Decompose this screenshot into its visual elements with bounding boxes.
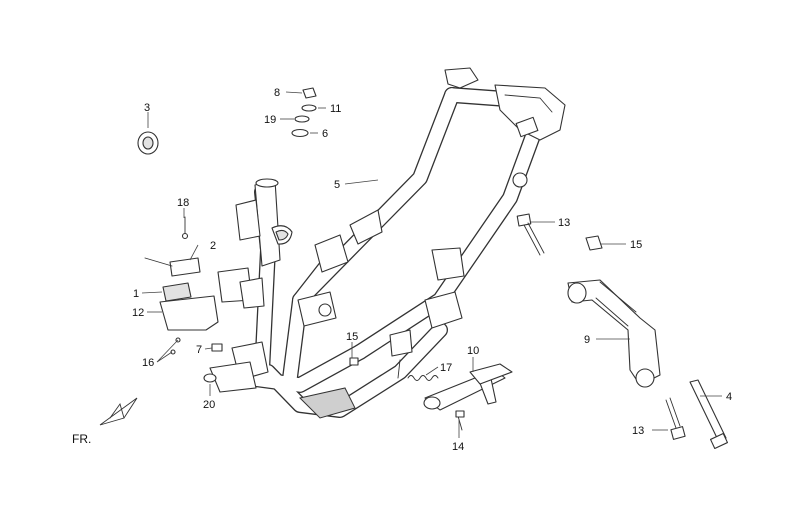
part-2-switch (144, 257, 201, 277)
callout-9: 9 (584, 334, 590, 346)
part-13-lower-bolt (665, 397, 686, 440)
frame-body (209, 67, 566, 419)
part-15-nut (585, 235, 603, 251)
callout-20: 19 (264, 114, 276, 126)
callout-5: 5 (334, 179, 340, 191)
part-13-upper-bolt (516, 213, 545, 256)
callout-3: 3 (144, 102, 150, 114)
part-14-bolt (455, 410, 465, 431)
callout-15: 15 (630, 239, 642, 251)
part-9-engine-hanger (567, 279, 661, 388)
leader-lines (141, 91, 722, 438)
part-7-bolt (211, 343, 223, 352)
part-6-bearing-washer (291, 128, 309, 138)
callout-17: 16 (142, 357, 154, 369)
callout-1: 1 (133, 288, 139, 300)
callout-7: 7 (196, 344, 202, 356)
callout-labels: 3 8 11 19 6 5 18 2 1 12 16 7 20 15 17 10… (132, 87, 732, 453)
callout-13-upper: 13 (558, 217, 570, 229)
callout-14: 14 (452, 441, 464, 453)
callout-10: 10 (467, 345, 479, 357)
callout-8: 8 (274, 87, 280, 99)
callout-2: 2 (210, 240, 216, 252)
front-direction-label: FR. (72, 432, 91, 446)
part-1-relay (162, 282, 192, 302)
part-3-horn (137, 131, 159, 155)
callout-19: 18 (177, 197, 189, 209)
callout-11: 11 (330, 103, 341, 115)
part-4-long-bolt (689, 379, 729, 450)
callout-13-lower: 13 (632, 425, 644, 437)
front-direction-arrow (99, 397, 138, 426)
part-10-center-stand (423, 363, 513, 411)
part-11-washer (301, 104, 317, 112)
part-20-ring (294, 115, 310, 123)
part-21-clip (203, 373, 217, 383)
callout-21: 20 (203, 399, 215, 411)
callout-18: 17 (440, 362, 452, 374)
callout-16: 15 (346, 331, 358, 343)
callout-6: 6 (322, 128, 328, 140)
part-8-nut (302, 87, 317, 99)
callout-4: 4 (726, 391, 732, 403)
part-19-screw (181, 216, 189, 240)
part-18-spring (407, 375, 439, 381)
part-12-bracket (159, 295, 219, 331)
part-16-nut (349, 357, 359, 366)
callout-12: 12 (132, 307, 144, 319)
